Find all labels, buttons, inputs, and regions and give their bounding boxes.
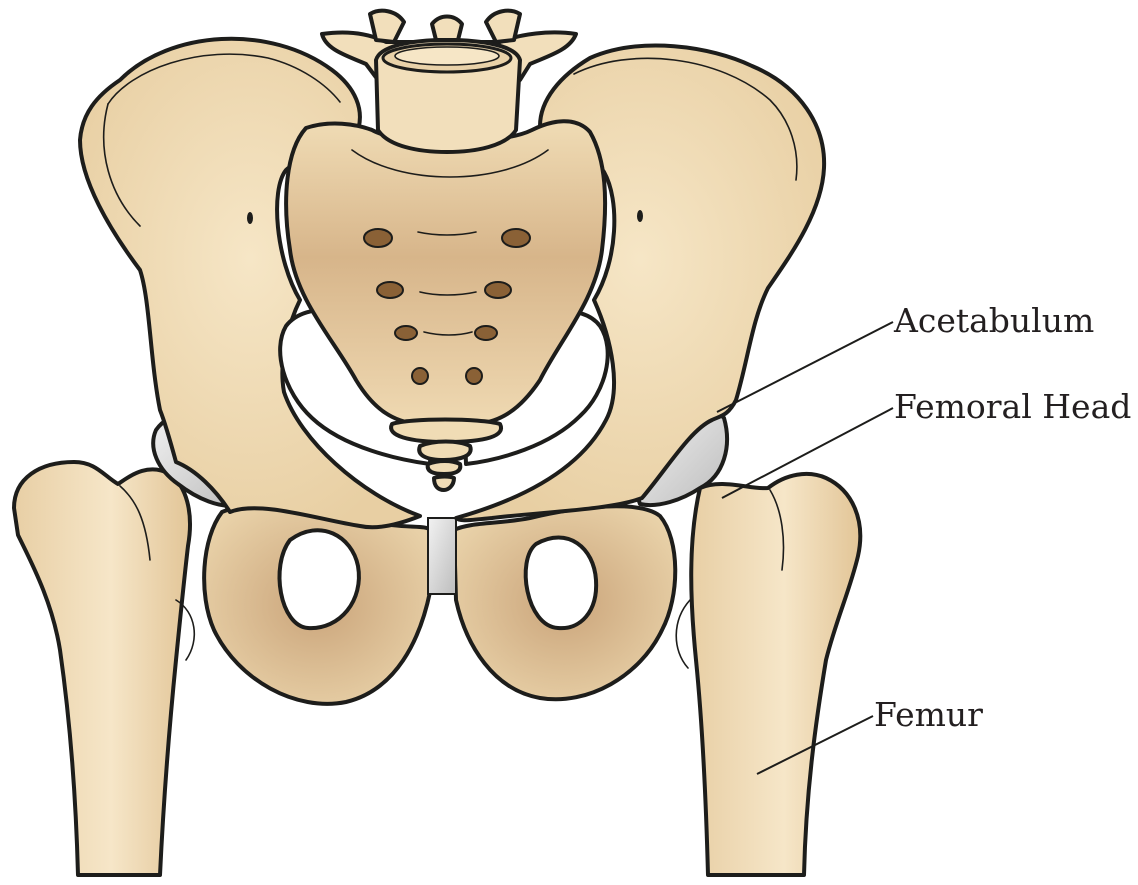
acetabulum-label: Acetabulum: [894, 304, 1094, 337]
right-femur: [691, 474, 860, 875]
right-obturator-foramen: [526, 538, 596, 629]
left-femur: [14, 462, 190, 875]
left-obturator-foramen: [280, 530, 359, 628]
femoral-head-label: Femoral Head: [894, 390, 1131, 423]
pubic-symphysis: [428, 518, 456, 594]
femur-label: Femur: [874, 698, 983, 731]
